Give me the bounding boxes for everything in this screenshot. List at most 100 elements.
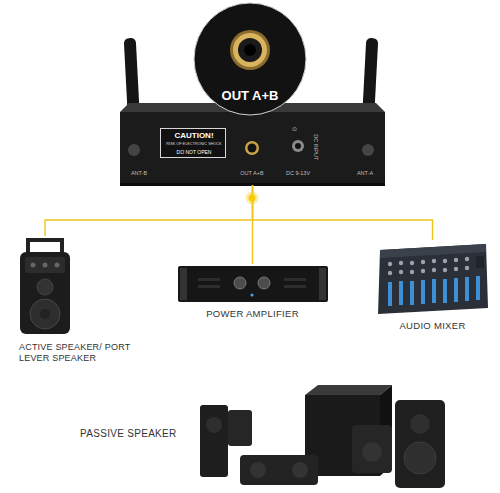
knob <box>432 268 436 272</box>
passive-speaker-illustration <box>200 385 445 488</box>
vent <box>198 278 220 281</box>
dc-jack-hole <box>295 143 301 149</box>
mixer-body <box>378 244 488 314</box>
output-jack <box>245 141 259 155</box>
woofer <box>30 299 60 329</box>
meter <box>476 256 484 268</box>
driver <box>206 417 222 433</box>
driver <box>404 442 436 474</box>
knob <box>454 258 458 262</box>
woofer-cap <box>40 309 50 319</box>
receiver-body <box>120 112 385 185</box>
connection-line <box>45 185 252 236</box>
control-panel <box>25 257 65 273</box>
active-speaker: ACTIVE SPEAKER/ PORT LEVER SPEAKER <box>15 236 137 364</box>
passive-speaker: PASSIVE SPEAKER <box>75 385 450 492</box>
amp-knob <box>234 277 246 289</box>
satellite-speaker <box>228 410 252 446</box>
caution-text: DO NOT OPEN <box>161 149 227 155</box>
caution-sticker: CAUTION!RISK OF ELECTRONIC SHOCK DO NOT O… <box>160 128 226 158</box>
knob <box>465 266 469 270</box>
dc-jack <box>292 140 304 152</box>
port-label: DC 9-13V <box>278 170 318 177</box>
fader <box>443 279 447 303</box>
port-label: OUT A+B <box>230 170 274 177</box>
satellite-speaker <box>352 425 392 473</box>
output-jack-hole <box>248 144 257 153</box>
knob <box>388 271 392 275</box>
knob <box>31 263 36 268</box>
device-label: PASSIVE SPEAKER <box>80 428 230 440</box>
audio-mixer: AUDIO MIXER <box>375 240 490 334</box>
vent <box>284 285 306 288</box>
jack-ring <box>233 33 267 67</box>
knob <box>399 261 403 265</box>
driver <box>410 414 430 434</box>
tower-speaker <box>200 405 228 477</box>
device-label: ACTIVE SPEAKER/ PORT LEVER SPEAKER <box>19 342 139 364</box>
knob <box>421 260 425 264</box>
rack-handle <box>319 268 326 300</box>
knob <box>421 269 425 273</box>
jack-closeup <box>230 30 270 70</box>
knob <box>410 270 414 274</box>
driver <box>250 462 266 478</box>
device-label: AUDIO MIXER <box>375 320 490 331</box>
tower-speaker <box>395 400 445 488</box>
callout-circle <box>194 3 306 115</box>
driver <box>362 442 382 462</box>
audio-mixer-illustration <box>378 244 488 314</box>
knob <box>432 259 436 263</box>
knob <box>443 259 447 263</box>
receiver-panel: ANT-B OUT A+B DC 9-13V DC INPUT ANT-A CAUTION… <box>120 112 385 185</box>
mixer-faders <box>388 276 480 306</box>
fader <box>388 282 392 306</box>
port-label: ANT-A <box>350 170 380 177</box>
power-amplifier: POWER AMPLIFIER <box>170 264 335 322</box>
knob <box>454 267 458 271</box>
vent <box>284 278 306 281</box>
fader <box>432 279 436 303</box>
tweeter <box>37 279 53 295</box>
center-speaker <box>240 455 318 485</box>
knob <box>443 268 447 272</box>
power-amplifier-illustration <box>178 266 328 302</box>
fader <box>476 276 480 300</box>
knob <box>399 270 403 274</box>
caution-heading: CAUTION! <box>161 131 227 141</box>
subwoofer-top <box>305 385 392 395</box>
mixer-knobs <box>388 257 469 275</box>
mixer-top-edge <box>380 244 486 258</box>
device-label: POWER AMPLIFIER <box>170 308 335 319</box>
jack-callout-label: OUT A+B <box>193 88 307 104</box>
polarity-symbol: ⊙ <box>292 125 297 132</box>
jack-socket <box>238 38 262 62</box>
amp-knob <box>258 277 270 289</box>
amp-body <box>178 266 328 302</box>
active-speaker-illustration <box>20 240 70 334</box>
power-led <box>251 294 254 297</box>
port-label: ANT-B <box>124 170 154 177</box>
knob <box>55 263 60 268</box>
antenna-port <box>128 144 140 156</box>
antenna-port <box>362 144 374 156</box>
fader <box>399 281 403 305</box>
fader <box>421 280 425 304</box>
fader <box>454 278 458 302</box>
fader <box>465 277 469 301</box>
driver <box>292 462 308 478</box>
knob <box>465 257 469 261</box>
knob <box>410 261 414 265</box>
rack-handle <box>180 268 187 300</box>
knob <box>388 262 392 266</box>
port-label: DC INPUT <box>313 127 320 167</box>
vent <box>198 285 220 288</box>
jack-ring-outer <box>230 30 270 70</box>
connection-line <box>253 185 433 240</box>
jack-hole <box>244 44 256 56</box>
caution-text: RISK OF ELECTRONIC SHOCK <box>161 142 227 147</box>
junction-dot <box>249 195 256 202</box>
